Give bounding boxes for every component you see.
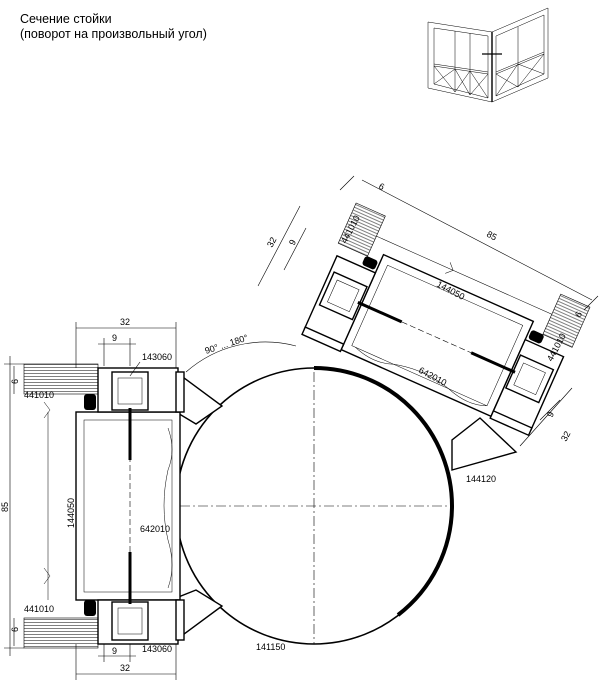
title-line-2: (поворот на произвольный угол): [20, 27, 207, 41]
corner-thumbnail: [427, 7, 549, 103]
dim-left-height: 85: [0, 502, 10, 512]
angle-label: 90° ... 180°: [204, 332, 250, 355]
rotated-mullion: [301, 202, 591, 437]
angle-annotation: 90° ... 180°: [185, 332, 297, 373]
dim-rot-width-bottom: 32: [559, 429, 573, 443]
title-line-1: Сечение стойки: [20, 12, 112, 26]
dim-left-bottom-inner: 9: [112, 646, 117, 656]
dim-left-bottom-width: 32: [120, 663, 130, 673]
dim-rot-width: 32: [265, 235, 279, 249]
seal-left-bottom: 441010: [24, 604, 54, 614]
dim-left-bottom-thick: 6: [10, 627, 20, 632]
dim-left-top-inner: 9: [112, 333, 117, 343]
code-circle: 141150: [256, 642, 285, 652]
dim-rot-thick-bottom: 6: [573, 310, 584, 319]
rotated-dimensions: 85 6 441010 32 9 144050 642010 441010 6 …: [257, 175, 599, 484]
left-mullion: [23, 363, 185, 649]
code-left-insert: 642010: [140, 524, 170, 534]
circular-post-141150: [175, 366, 518, 645]
dim-rot-inner-top: 9: [287, 238, 298, 247]
seal-left-top: 441010: [24, 390, 54, 400]
dim-left-top-width: 32: [120, 317, 130, 327]
dim-rot-inner-bottom: 9: [545, 410, 556, 419]
dim-left-top-thick: 6: [10, 379, 20, 384]
code-rot-bracket: 144120: [466, 474, 496, 484]
dim-rot-length: 85: [485, 229, 499, 243]
code-left-bottom: 143060: [142, 644, 172, 654]
left-dimensions: 32 9 143060 441010 6 85 144050 642010 44…: [0, 317, 177, 680]
code-left-top: 143060: [142, 352, 172, 362]
drawing-title: Сечение стойки (поворот на произвольный …: [20, 12, 207, 42]
dim-rot-thick-top: 6: [377, 181, 386, 192]
code-left-profile: 144050: [66, 498, 76, 528]
